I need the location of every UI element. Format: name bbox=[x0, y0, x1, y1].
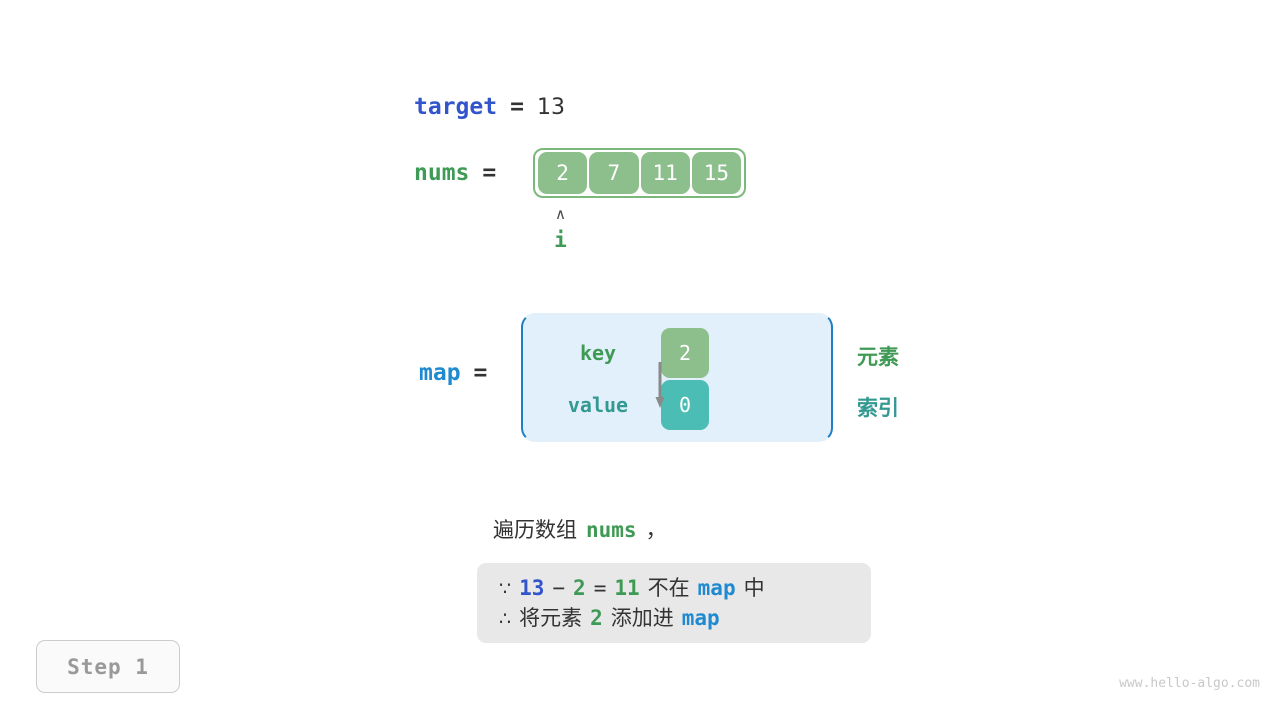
array-cell: 7 bbox=[589, 152, 639, 194]
caption-suffix: ， bbox=[645, 518, 667, 542]
conclusion-map-keyword: map bbox=[681, 606, 720, 630]
conclusion-action: 添加进 bbox=[610, 606, 674, 630]
array-cell: 15 bbox=[691, 152, 741, 194]
reason-map-keyword: map bbox=[697, 576, 736, 600]
conclusion-prefix: 将元素 bbox=[519, 606, 583, 630]
map-key-label: key bbox=[579, 341, 617, 365]
reasoning-line-therefore: ∴ 将元素 2 添加进 map bbox=[499, 603, 849, 633]
map-equals-sign: = bbox=[473, 360, 488, 386]
index-pointer: ∧ i bbox=[533, 206, 588, 254]
reasoning-box: ∵ 13 − 2 = 11 不在 map 中 ∴ 将元素 2 添加进 map bbox=[477, 563, 871, 643]
therefore-symbol-icon: ∴ bbox=[499, 608, 512, 630]
index-pointer-label: i bbox=[554, 228, 567, 252]
reason-complement-value: 11 bbox=[614, 576, 640, 600]
watermark: www.hello-algo.com bbox=[1119, 676, 1260, 691]
array-cell: 2 bbox=[538, 152, 588, 194]
map-container: key 2 value 0 bbox=[521, 313, 833, 442]
target-value: 13 bbox=[536, 95, 565, 120]
map-value-label: value bbox=[567, 393, 629, 417]
map-index-side-label: 索引 bbox=[857, 396, 899, 420]
map-value-cell: 0 bbox=[661, 380, 709, 430]
map-variable-name: map bbox=[419, 360, 461, 386]
target-variable-name: target bbox=[414, 94, 498, 120]
caret-up-icon: ∧ bbox=[555, 205, 566, 223]
reason-minus-operator: − bbox=[552, 576, 566, 600]
map-key-cell: 2 bbox=[661, 328, 709, 378]
caption-prefix: 遍历数组 bbox=[493, 518, 577, 542]
caption-text: 遍历数组 nums ， bbox=[493, 514, 667, 544]
reason-in-suffix: 中 bbox=[743, 576, 765, 600]
conclusion-element: 2 bbox=[590, 606, 603, 630]
reason-current-element: 2 bbox=[573, 576, 586, 600]
target-assignment-row: target = 13 bbox=[414, 94, 565, 120]
nums-assignment-row: nums = bbox=[414, 160, 496, 186]
reason-not-in-text: 不在 bbox=[647, 576, 690, 600]
reason-target-value: 13 bbox=[519, 576, 545, 600]
step-badge: Step 1 bbox=[36, 640, 180, 693]
caption-keyword: nums bbox=[586, 518, 637, 542]
map-element-side-label: 元素 bbox=[857, 345, 899, 369]
because-symbol-icon: ∵ bbox=[499, 578, 512, 600]
reason-equals-operator: = bbox=[593, 576, 607, 600]
array-cell: 11 bbox=[640, 152, 690, 194]
target-equals-sign: = bbox=[510, 94, 524, 120]
nums-equals-sign: = bbox=[482, 160, 497, 186]
map-key-row: key 2 bbox=[554, 328, 709, 378]
nums-variable-name: nums bbox=[414, 160, 470, 186]
map-assignment-row: map = bbox=[419, 360, 487, 386]
map-value-row: value 0 bbox=[554, 380, 709, 430]
nums-array-container: 2 7 11 15 bbox=[533, 148, 746, 198]
reasoning-line-because: ∵ 13 − 2 = 11 不在 map 中 bbox=[499, 573, 849, 603]
